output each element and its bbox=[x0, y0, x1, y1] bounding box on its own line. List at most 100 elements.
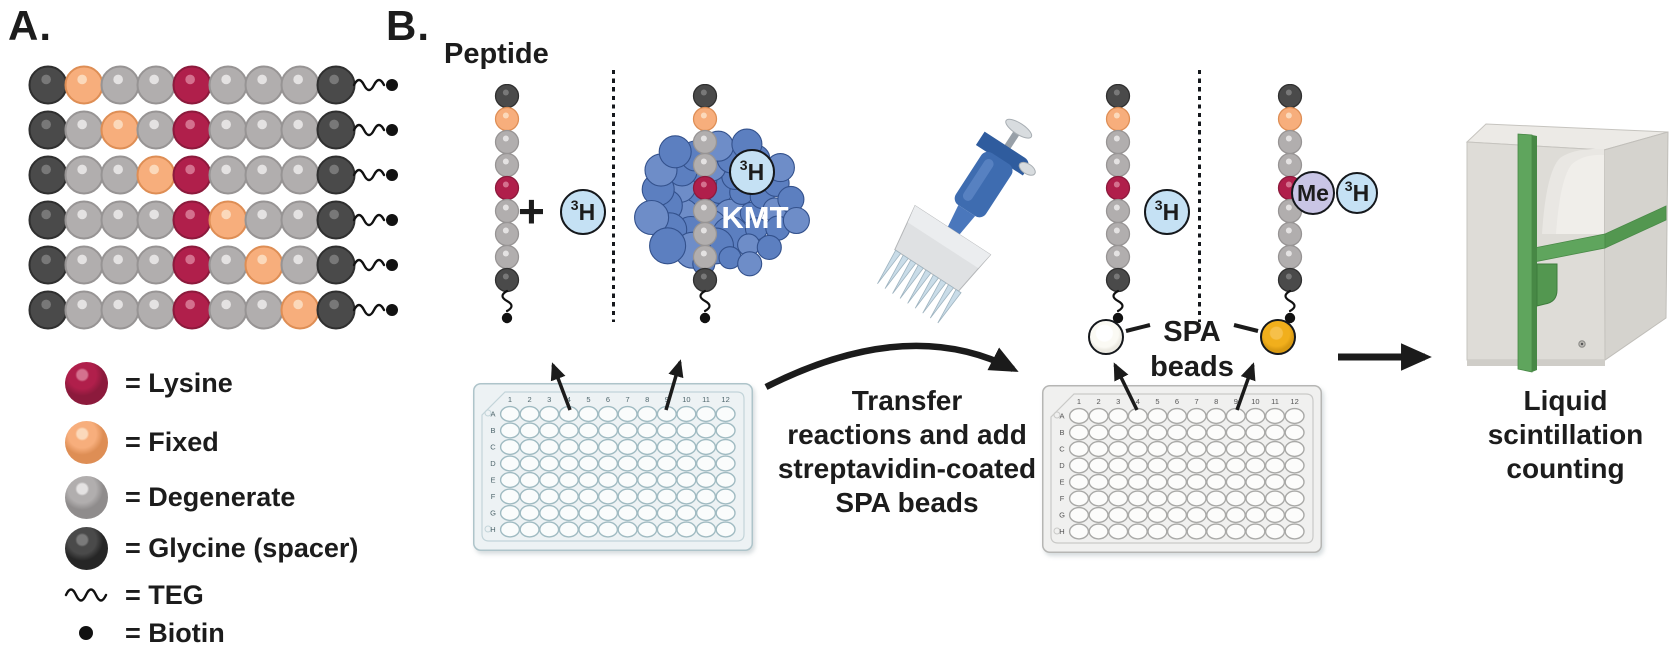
peptide-chain bbox=[494, 84, 520, 324]
svg-text:4: 4 bbox=[567, 395, 571, 404]
biotin-dot-icon bbox=[79, 626, 93, 640]
svg-text:G: G bbox=[490, 509, 496, 518]
svg-text:E: E bbox=[1059, 478, 1064, 487]
legend-row-glycine: = Glycine (spacer) bbox=[63, 526, 358, 570]
teg-squiggle-icon bbox=[64, 588, 108, 602]
bead-row bbox=[28, 65, 398, 105]
fixed-swatch-icon bbox=[64, 420, 108, 464]
chain-beads bbox=[692, 84, 718, 324]
peptide-library-rows bbox=[28, 65, 398, 330]
svg-text:B: B bbox=[1059, 428, 1064, 437]
spa-bead-yellow bbox=[1260, 319, 1296, 355]
svg-text:6: 6 bbox=[1175, 397, 1179, 406]
svg-text:11: 11 bbox=[702, 395, 710, 404]
biotin-dot-icon bbox=[386, 259, 398, 271]
legend-row-teg: = TEG bbox=[63, 573, 204, 617]
svg-text:F: F bbox=[491, 492, 496, 501]
counter-door-handle bbox=[1536, 263, 1558, 307]
bead-row bbox=[28, 200, 398, 240]
panel-b-label: B. bbox=[386, 2, 430, 49]
legend-label: = Degenerate bbox=[125, 481, 296, 512]
svg-text:10: 10 bbox=[682, 395, 690, 404]
legend-row-degenerate: = Degenerate bbox=[63, 475, 295, 519]
svg-text:12: 12 bbox=[721, 395, 729, 404]
spa-bead-white bbox=[1088, 319, 1124, 355]
degenerate-swatch-icon bbox=[64, 475, 108, 519]
svg-text:2: 2 bbox=[528, 395, 532, 404]
biotin-dot-icon bbox=[1112, 312, 1124, 324]
svg-text:7: 7 bbox=[1195, 397, 1199, 406]
biotin-dot-icon bbox=[386, 79, 398, 91]
svg-text:10: 10 bbox=[1251, 397, 1259, 406]
svg-text:8: 8 bbox=[645, 395, 649, 404]
svg-text:H: H bbox=[490, 525, 495, 534]
svg-text:12: 12 bbox=[1290, 397, 1298, 406]
peptide-chain bbox=[1105, 84, 1131, 324]
separator-dotted-line bbox=[612, 70, 615, 322]
svg-text:C: C bbox=[1059, 445, 1065, 454]
teg-squiggle-icon bbox=[1112, 289, 1124, 313]
svg-text:11: 11 bbox=[1271, 397, 1279, 406]
svg-text:3: 3 bbox=[547, 395, 551, 404]
bead-row bbox=[28, 155, 398, 195]
panel-a-label: A. bbox=[8, 2, 52, 49]
plus-sign: + bbox=[518, 185, 545, 237]
methyl-badge: Me bbox=[1291, 171, 1335, 215]
svg-text:B: B bbox=[490, 426, 495, 435]
bead-row bbox=[28, 110, 398, 150]
svg-text:7: 7 bbox=[626, 395, 630, 404]
bead-row bbox=[28, 245, 398, 285]
svg-text:1: 1 bbox=[508, 395, 512, 404]
biotin-dot-icon bbox=[386, 214, 398, 226]
svg-text:C: C bbox=[490, 443, 496, 452]
chain-beads bbox=[494, 84, 520, 324]
svg-text:5: 5 bbox=[1155, 397, 1159, 406]
multichannel-pipette-icon bbox=[877, 118, 1036, 324]
biotin-dot-icon bbox=[386, 169, 398, 181]
teg-squiggle-icon bbox=[352, 123, 386, 137]
svg-text:9: 9 bbox=[665, 395, 669, 404]
peptide-chain bbox=[692, 84, 718, 324]
transfer-caption: Transfer reactions and add streptavidin-… bbox=[777, 385, 1037, 518]
legend-label: = Lysine bbox=[125, 367, 233, 398]
pipette-tips bbox=[877, 249, 962, 324]
svg-text:9: 9 bbox=[1234, 397, 1238, 406]
svg-text:5: 5 bbox=[586, 395, 590, 404]
biotin-dot-icon bbox=[386, 124, 398, 136]
teg-squiggle-icon bbox=[352, 168, 386, 182]
teg-squiggle-icon bbox=[352, 213, 386, 227]
lsc-caption: Liquid scintillation counting bbox=[1487, 385, 1644, 484]
svg-text:A: A bbox=[1059, 412, 1064, 421]
svg-text:8: 8 bbox=[1214, 397, 1218, 406]
legend-label: = Glycine (spacer) bbox=[125, 532, 359, 563]
peptide-label: Peptide bbox=[444, 38, 549, 70]
svg-text:3: 3 bbox=[1116, 397, 1120, 406]
legend-row-biotin: = Biotin bbox=[63, 611, 225, 655]
teg-squiggle-icon bbox=[501, 289, 513, 313]
teg-squiggle-icon bbox=[1284, 289, 1296, 313]
svg-text:F: F bbox=[1060, 494, 1065, 503]
bead-row bbox=[28, 290, 398, 330]
spa-beads-label-line2: beads bbox=[1150, 351, 1234, 383]
biotin-dot-icon bbox=[699, 312, 711, 324]
glycine-swatch-icon bbox=[64, 526, 108, 570]
biotin-dot-icon bbox=[386, 304, 398, 316]
legend-row-fixed: = Fixed bbox=[63, 420, 219, 464]
svg-text:4: 4 bbox=[1136, 397, 1140, 406]
kmt-label: KMT bbox=[721, 200, 788, 235]
legend-label: = Biotin bbox=[125, 617, 225, 648]
svg-text:H: H bbox=[1059, 527, 1064, 536]
svg-text:E: E bbox=[490, 476, 495, 485]
legend-label: = TEG bbox=[125, 579, 204, 610]
svg-text:G: G bbox=[1059, 511, 1065, 520]
svg-text:A: A bbox=[490, 410, 495, 419]
scintillation-counter-icon bbox=[1465, 123, 1669, 373]
teg-squiggle-icon bbox=[352, 78, 386, 92]
svg-text:2: 2 bbox=[1097, 397, 1101, 406]
